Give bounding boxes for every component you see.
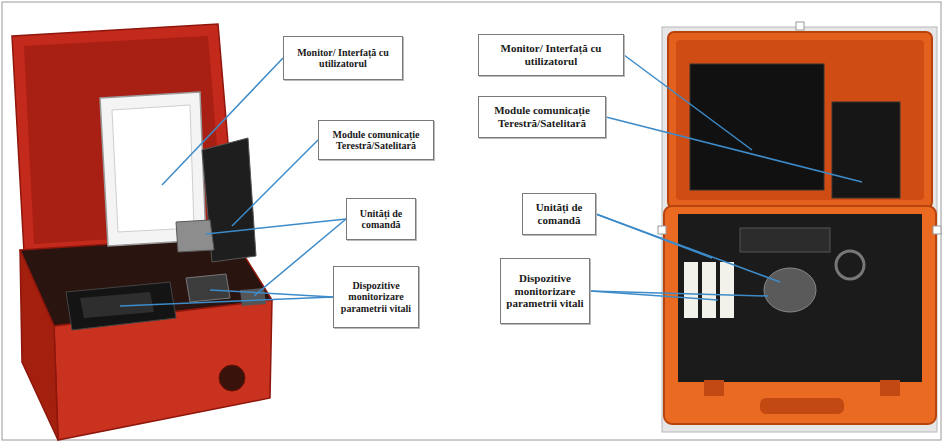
case-port (219, 365, 245, 391)
callout-box: Dispozitive monitorizare parametrii vita… (500, 258, 590, 324)
callout-label: Module comunicație Terestră/Satelitară (484, 104, 600, 129)
callout-box: Monitor/ Interfață cu utilizatorul (283, 36, 403, 80)
control-unit (176, 220, 214, 252)
leader-line (590, 291, 768, 296)
device-bar (720, 262, 734, 318)
callout-box: Unități de comandă (522, 193, 596, 235)
foam-tray (678, 214, 922, 382)
case-side (20, 250, 58, 440)
callout-box: Unități de comandă (346, 198, 416, 240)
rendered-case (12, 24, 272, 440)
leader-lines (120, 55, 862, 306)
leader-line (232, 140, 318, 226)
callout-box: Dispozitive monitorizare parametrii vita… (333, 266, 419, 328)
case-latch (704, 380, 724, 396)
case-handle (760, 398, 844, 414)
callout-box: Module comunicație Terestră/Satelitară (478, 96, 606, 138)
case-latch (880, 380, 900, 396)
device-bar (684, 262, 698, 318)
callout-label: Dispozitive monitorizare parametrii vita… (506, 272, 584, 310)
callout-label: Module comunicație Terestră/Satelitară (324, 129, 428, 152)
selection-handle (796, 22, 804, 30)
leader-line (606, 117, 862, 182)
vital-monitor-device (186, 274, 230, 302)
lid-inner (676, 40, 924, 200)
callout-label: Dispozitive monitorizare parametrii vita… (339, 280, 413, 315)
leader-line (120, 297, 333, 306)
callout-label: Unități de comandă (528, 201, 590, 226)
callout-label: Unități de comandă (352, 208, 410, 231)
leader-line (624, 55, 752, 150)
callout-label: Monitor/ Interfață cu utilizatorul (289, 47, 397, 70)
leader-line (206, 219, 346, 234)
control-unit (240, 288, 266, 306)
cable (836, 251, 864, 279)
leader-line (162, 58, 283, 185)
monitor-screen (112, 105, 194, 232)
callout-label: Monitor/ Interfață cu utilizatorul (484, 42, 618, 67)
selection-handle (658, 226, 666, 234)
leader-line (210, 290, 333, 297)
case-photo (658, 22, 941, 432)
monitor-panel (690, 64, 824, 190)
device (740, 228, 830, 252)
device-bar (702, 262, 716, 318)
callout-box: Monitor/ Interfață cu utilizatorul (478, 34, 624, 76)
case-lid (668, 32, 932, 208)
control-unit (764, 268, 816, 312)
photo-ground (662, 27, 937, 432)
leader-line (596, 214, 780, 282)
case-lid (12, 24, 236, 252)
callout-box: Module comunicație Terestră/Satelitară (318, 120, 434, 160)
case-base (664, 206, 936, 424)
comm-module-panel (832, 102, 900, 198)
selection-handle (933, 226, 941, 234)
